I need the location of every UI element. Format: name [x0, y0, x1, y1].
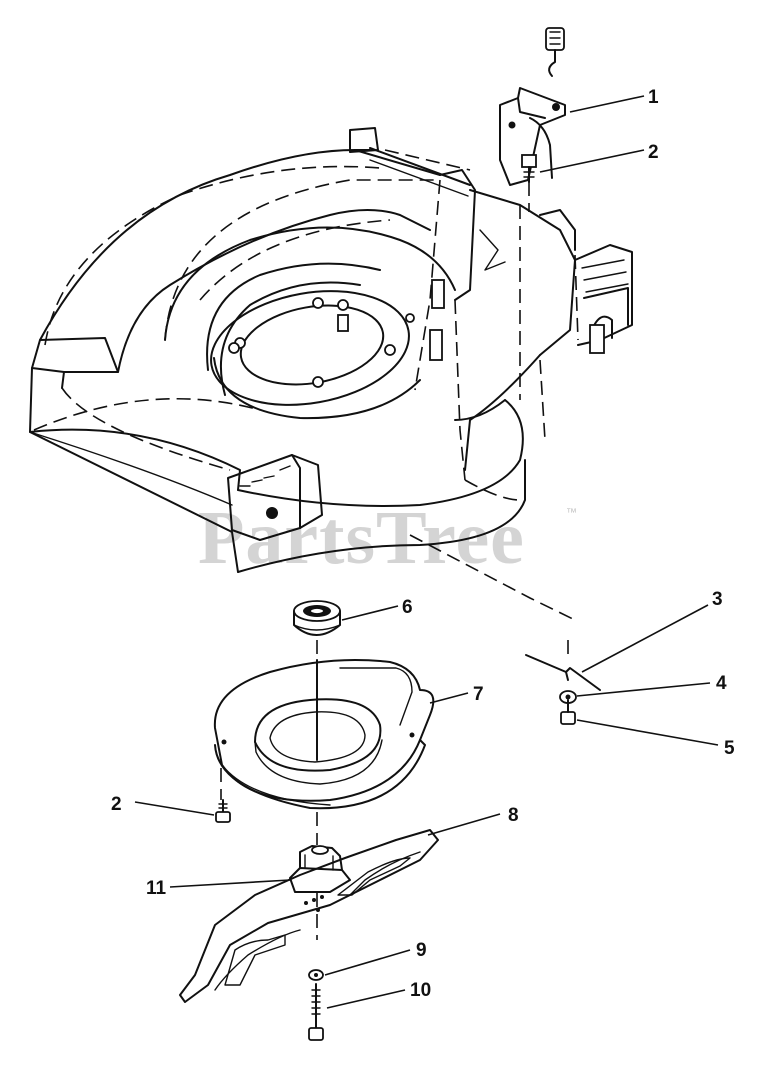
mower-blade: [179, 829, 439, 1003]
callout-11: 11: [146, 878, 167, 899]
callout-10: 10: [410, 980, 431, 1001]
callout-4: 4: [716, 673, 727, 694]
callout-7: 7: [473, 684, 484, 705]
callout-5: 5: [724, 738, 735, 759]
callout-labels: 1 2 3 4 5 6 7 2 8 11 9 10: [111, 87, 735, 1001]
callout-3: 3: [712, 589, 723, 610]
baffle-screw: [215, 799, 231, 823]
bearing: [293, 600, 341, 761]
watermark: PartsTree: [198, 496, 525, 580]
housing-bolt-holes: [228, 297, 415, 388]
callout-2-top: 2: [648, 142, 659, 163]
callout-9: 9: [416, 940, 427, 961]
watermark-trademark: ™: [566, 507, 577, 519]
cable-bracket-assembly: [499, 27, 566, 212]
blade-bolt-hardware: [308, 969, 324, 1041]
callout-leaders: [134, 95, 719, 1009]
mower-deck: [29, 127, 633, 573]
callout-6: 6: [402, 597, 413, 618]
callout-1: 1: [648, 87, 659, 108]
callout-2-bottom: 2: [111, 794, 122, 815]
blade-adapter: [289, 812, 351, 940]
deck-hidden-lines: [33, 149, 579, 621]
right-side-hardware: [525, 640, 601, 725]
blade-baffle: [213, 659, 435, 810]
callout-8: 8: [508, 805, 519, 826]
